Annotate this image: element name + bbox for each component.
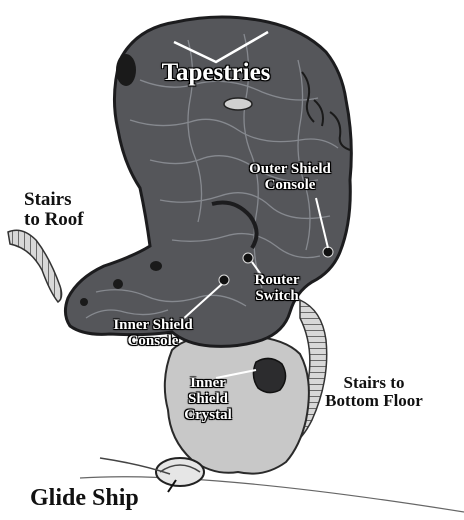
label-outer-shield-console: Outer Shield Console bbox=[228, 162, 352, 194]
outer-shield-console-marker bbox=[323, 247, 333, 257]
floor-pool bbox=[224, 98, 252, 110]
top-left-blob bbox=[116, 54, 136, 86]
label-glide-ship: Glide Ship bbox=[30, 486, 190, 511]
left-wing-blob-3 bbox=[80, 298, 88, 306]
inner-shield-console-marker bbox=[219, 275, 229, 285]
router-switch-marker bbox=[243, 253, 253, 263]
label-inner-shield-console: Inner Shield Console bbox=[86, 318, 220, 350]
label-tapestries: Tapestries bbox=[146, 60, 286, 86]
stairs-to-roof-ramp bbox=[8, 230, 62, 302]
label-stairs-to-roof: Stairs to Roof bbox=[12, 190, 108, 230]
label-router-switch: Router Switch bbox=[232, 273, 322, 305]
left-wing-blob-2 bbox=[113, 279, 123, 289]
left-wing-blob-1 bbox=[150, 261, 162, 271]
label-stairs-to-bottom-floor: Stairs to Bottom Floor bbox=[300, 374, 448, 410]
label-inner-shield-crystal: Inner Shield Crystal bbox=[168, 376, 248, 423]
inner-shield-crystal-shape bbox=[253, 358, 285, 392]
